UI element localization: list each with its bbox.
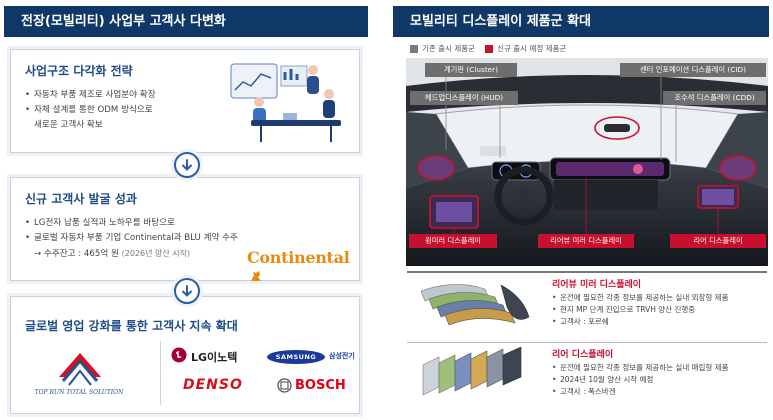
rear-display-bullet-2: 2024년 10월 양산 시작 예정 <box>552 374 729 386</box>
strategy-bullet-2-cont: 새로운 고객사 확보 <box>34 120 103 130</box>
label-rear-display: 리어 디스플레이 <box>670 234 766 248</box>
product-legend: 기존 출시 제품군 신규 출시 예정 제품군 <box>410 43 566 54</box>
legend-existing-swatch <box>410 44 418 53</box>
horse-icon <box>251 271 261 281</box>
samsung-logo: SAMSUNG <box>267 350 325 364</box>
meeting-illustration-icon <box>230 63 341 142</box>
rear-display-exploded-icon <box>422 347 522 396</box>
rearview-mirror-title: 리어뷰 미러 디스플레이 <box>552 280 642 290</box>
strategy-card: 사업구조 다각화 전략 자동차 부품 제조로 사업분야 확장 자체 설계를 통한… <box>10 49 360 153</box>
legend-new-label: 신규 출시 예정 제품군 <box>497 44 567 53</box>
label-side-mirror: 윙미러 디스플레이 <box>409 234 497 248</box>
top-run-logo-icon <box>59 353 101 386</box>
global-sales-card: 글로벌 영업 강화를 통한 고객사 지속 확대 TOP RUN TOTAL SO… <box>10 296 360 414</box>
new-customer-bullet-2: 글로벌 자동차 부품 기업 Continental과 BLU 계약 수주 <box>25 231 238 246</box>
lg-logo-icon <box>171 347 187 363</box>
lg-innotek-logo: LG이노텍 <box>191 351 238 364</box>
bosch-logo-icon <box>277 378 292 393</box>
label-cluster: 계기판 (Cluster) <box>425 63 517 77</box>
left-section-header: 전장(모빌리티) 사업부 고객사 다변화 <box>4 6 368 37</box>
rear-display-title: 리어 디스플레이 <box>552 350 614 360</box>
top-run-logo-text: TOP RUN TOTAL SOLUTION <box>34 389 124 396</box>
new-customer-title: 신규 고객사 발굴 성과 <box>25 192 137 206</box>
logo-divider <box>160 341 161 405</box>
legend-new-swatch <box>485 44 494 53</box>
label-hud: 헤드업디스플레이 (HUD) <box>410 91 518 105</box>
rear-display-bullet-3: 고객사 : 폭스바겐 <box>552 386 729 398</box>
backlog-line: → 수주잔고 : 465억 원 (2026년 양산 시작) <box>25 246 238 262</box>
samsung-electro-text: 삼성전기 <box>329 352 355 360</box>
backlog-value: → 수주잔고 : 465억 원 <box>34 249 119 259</box>
bosch-logo: BOSCH <box>295 378 346 393</box>
label-cdd: 조수석 디스플레이 (CDD) <box>663 91 766 105</box>
new-customer-bullets: LG전자 납품 실적과 노하우를 바탕으로 글로벌 자동차 부품 기업 Cont… <box>25 216 238 262</box>
backlog-note: (2026년 양산 시작) <box>121 249 191 258</box>
strategy-title: 사업구조 다각화 전략 <box>25 64 133 78</box>
new-customer-bullet-1: LG전자 납품 실적과 노하우를 바탕으로 <box>25 216 238 231</box>
label-cid: 센터 인포메이션 디스플레이 (CID) <box>620 63 766 77</box>
rearview-mirror-bullet-2: 현지 MP 단계 진입으로 TRVH 양산 진행중 <box>552 304 729 316</box>
down-arrow-icon <box>174 278 200 304</box>
rear-display-bullets: 운전에 필요한 각종 정보를 제공하는 실내 매립형 제품 2024년 10월 … <box>552 362 729 398</box>
continental-logo: Continental <box>247 248 359 286</box>
rearview-mirror-exploded-icon <box>420 284 530 326</box>
rear-display-bullet-1: 운전에 필요한 각종 정보를 제공하는 실내 매립형 제품 <box>552 362 729 374</box>
strategy-bullet-2: 자체 설계를 통한 ODM 방식으로 <box>25 103 156 118</box>
rearview-mirror-bullet-3: 고객사 : 포르쉐 <box>552 316 729 328</box>
continental-logo-text: Continental <box>247 248 350 267</box>
strategy-bullet-1: 자동차 부품 제조로 사업분야 확장 <box>25 88 156 103</box>
rearview-mirror-detail: 리어뷰 미러 디스플레이 운전에 필요한 각종 정보를 제공하는 실내 외장형 … <box>407 271 767 336</box>
rear-display-detail: 리어 디스플레이 운전에 필요한 각종 정보를 제공하는 실내 매립형 제품 2… <box>407 342 767 407</box>
down-arrow-icon <box>174 152 200 178</box>
rearview-mirror-bullets: 운전에 필요한 각종 정보를 제공하는 실내 외장형 제품 현지 MP 단계 진… <box>552 292 729 328</box>
global-sales-title: 글로벌 영업 강화를 통한 고객사 지속 확대 <box>25 319 238 333</box>
legend-existing-label: 기존 출시 제품군 <box>422 44 476 53</box>
label-rearview-mirror: 리어뷰 미러 디스플레이 <box>538 234 634 248</box>
strategy-bullets: 자동차 부품 제조로 사업분야 확장 자체 설계를 통한 ODM 방식으로 새로… <box>25 88 156 133</box>
right-section-header: 모빌리티 디스플레이 제품군 확대 <box>393 6 769 37</box>
rearview-mirror-bullet-1: 운전에 필요한 각종 정보를 제공하는 실내 외장형 제품 <box>552 292 729 304</box>
new-customer-card: 신규 고객사 발굴 성과 LG전자 납품 실적과 노하우를 바탕으로 글로벌 자… <box>10 177 360 281</box>
denso-logo: DENSO <box>183 377 243 393</box>
